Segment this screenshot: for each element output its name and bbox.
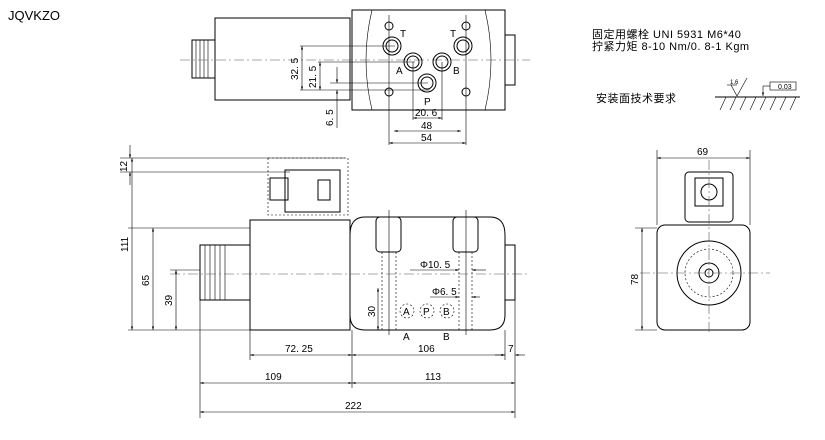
dim-78: 78 [630,273,641,285]
port-b-circle: B [443,307,450,318]
side-view: 69 78 [630,147,770,335]
valve-body-side [656,224,751,331]
dim-phi-6-5: Φ6. 5 [432,287,457,298]
flatness-value: 0.03 [778,84,792,91]
dim-109: 109 [265,372,282,383]
dim-7: 7 [508,344,514,355]
dim-54: 54 [421,133,433,144]
top-view: T T A B P 32. 5 21. 5 6. 5 20. 6 48 54 [180,9,530,145]
dim-222: 222 [345,401,362,412]
port-p: P [424,97,431,108]
connector-plug [284,169,341,213]
dim-30: 30 [367,305,378,317]
dim-48: 48 [421,121,433,132]
torque-note: 拧紧力矩 8-10 Nm/0. 8-1 Kgm [592,39,750,53]
dim-6-5: 6. 5 [325,109,336,126]
surface-requirement-label: 安装面技术要求 [596,91,677,105]
dim-phi-10-5: Φ10. 5 [420,260,451,271]
dim-113: 113 [425,372,441,383]
port-a: A [396,66,403,77]
coil-body-front [249,219,351,331]
dim-111: 111 [120,236,131,252]
surface-finish-symbol: 1.6 0.03 [715,77,800,111]
front-view: A P B A B Φ10. 5 Φ6. 5 30 12 111 65 39 7… [119,145,530,418]
port-p-circle: P [423,307,430,318]
model-title: JQVKZO [8,8,60,23]
dim-32-5: 32. 5 [290,57,301,80]
valve-body-front [349,216,506,331]
dim-39: 39 [164,294,175,306]
end-nut-front [504,244,516,301]
dim-106: 106 [418,344,435,355]
port-b-label: B [443,332,450,343]
dim-69: 69 [697,147,709,158]
connector-outline [267,157,349,216]
port-b: B [453,66,460,77]
roughness-value: 1.6 [730,80,739,86]
dim-21-5: 21. 5 [308,65,319,88]
port-t-right: T [450,29,456,40]
port-t-left: T [400,29,406,40]
coil-body-top [214,17,351,101]
port-a-circle: A [403,307,410,318]
dim-20-6: 20. 6 [415,108,438,119]
manual-knob-top [191,39,216,79]
dim-12: 12 [119,160,130,172]
bolt-note: 固定用螺栓 UNI 5931 M6*40 [592,27,741,41]
port-a-label: A [403,332,410,343]
dim-65: 65 [141,274,152,286]
dim-72-25: 72. 25 [285,344,313,355]
